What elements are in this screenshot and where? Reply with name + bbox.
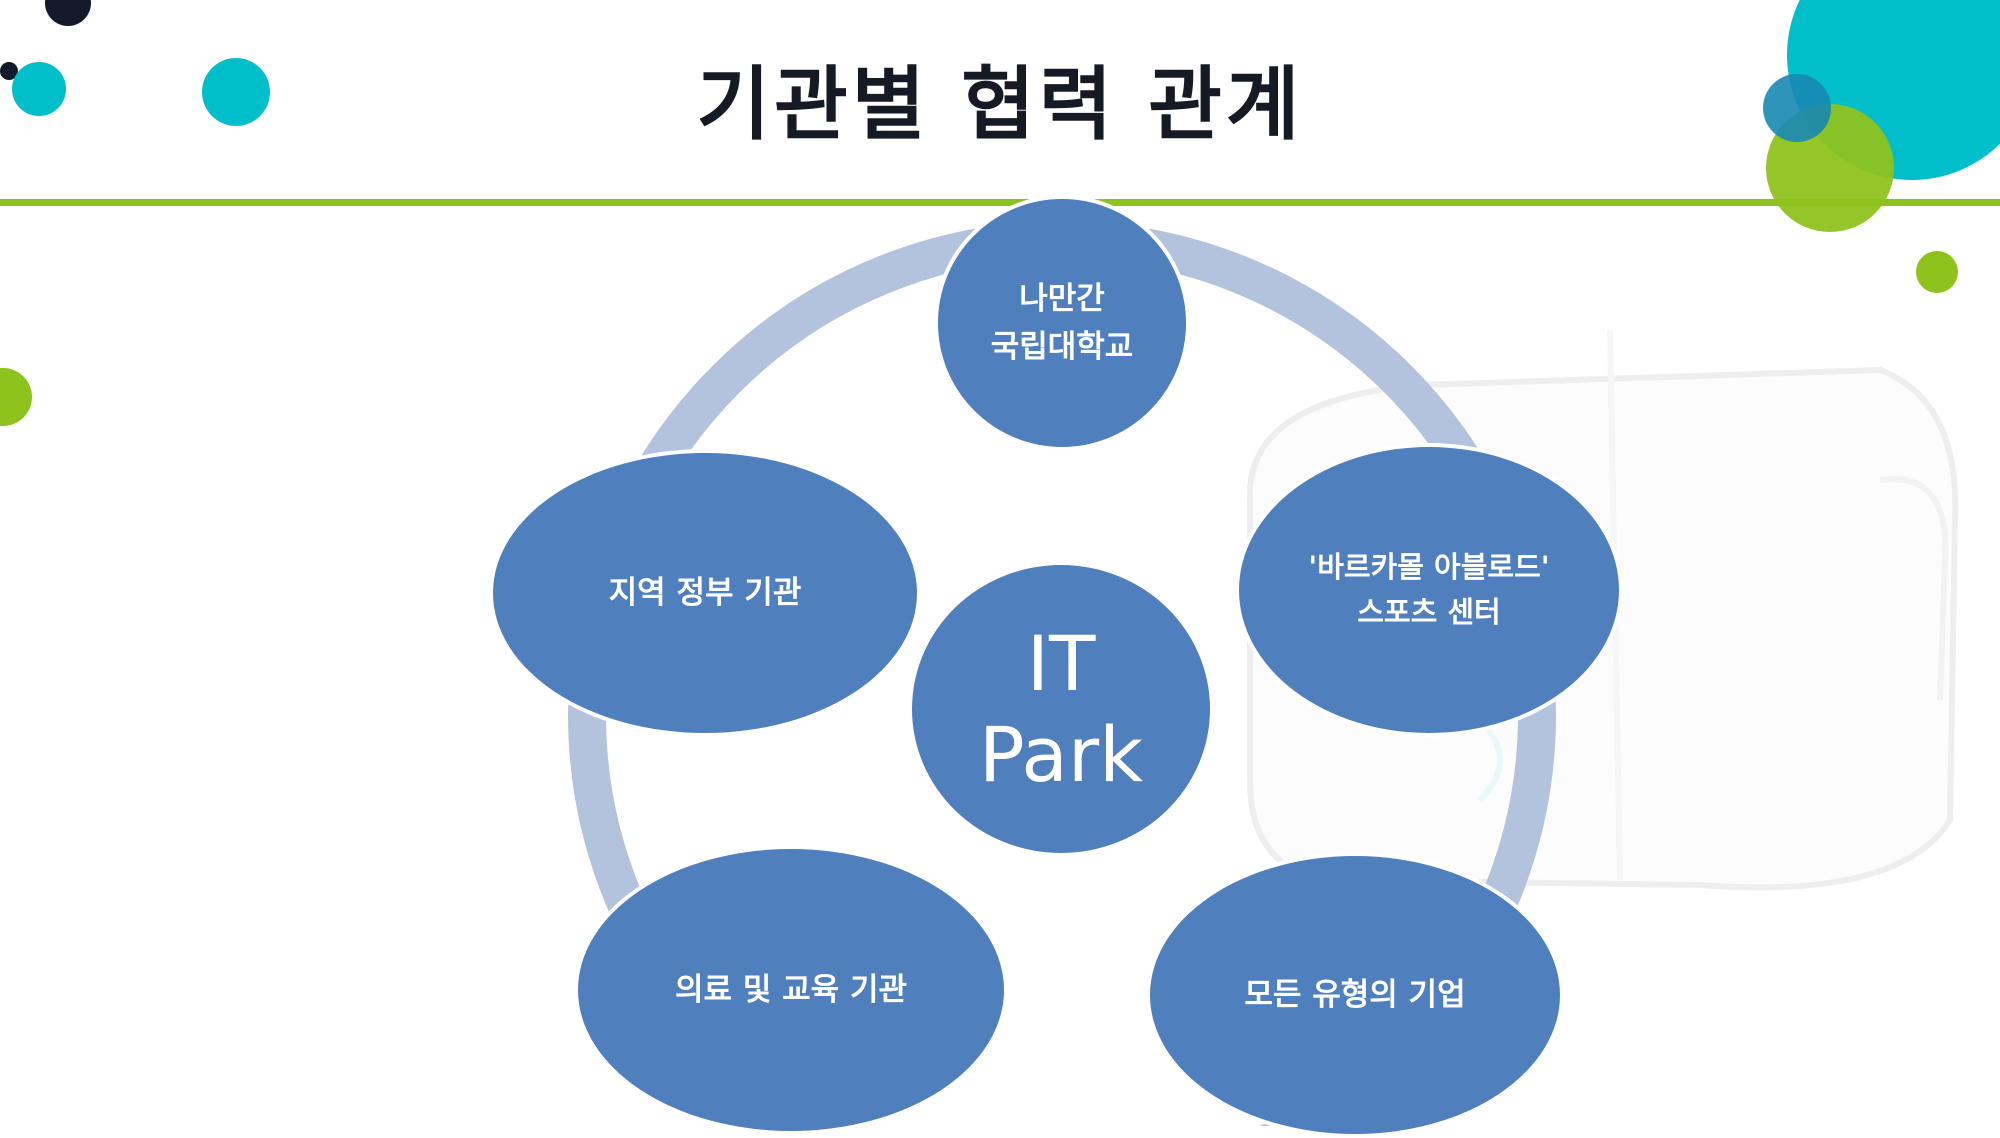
- node-label: 나만간 국립대학교: [990, 280, 1134, 365]
- node-medical-education: 의료 및 교육 기관: [574, 845, 1008, 1135]
- decorative-blue-circle: [1763, 74, 1831, 142]
- title-divider: [0, 199, 2000, 206]
- node-local-government: 지역 정부 기관: [489, 449, 921, 737]
- decorative-teal-dot: [12, 62, 66, 116]
- node-sports-center: '바르카몰 아블로드' 스포츠 센터: [1235, 443, 1623, 737]
- decorative-green-dot-small: [1916, 251, 1958, 293]
- node-label: 모든 유형의 기업: [1244, 976, 1466, 1013]
- node-label: 의료 및 교육 기관: [674, 971, 908, 1008]
- center-label: IT Park: [978, 618, 1144, 799]
- node-companies: 모든 유형의 기업: [1146, 852, 1564, 1138]
- node-nanman-university: 나만간 국립대학교: [934, 195, 1190, 451]
- decorative-teal-dot: [202, 58, 270, 126]
- slide-title: 기관별 협력 관계: [696, 58, 1304, 151]
- node-center-it-park: IT Park: [908, 561, 1214, 857]
- node-label: 지역 정부 기관: [608, 574, 802, 611]
- decorative-navy-dot-small: [0, 62, 18, 80]
- node-label: '바르카몰 아블로드' 스포츠 센터: [1308, 550, 1550, 629]
